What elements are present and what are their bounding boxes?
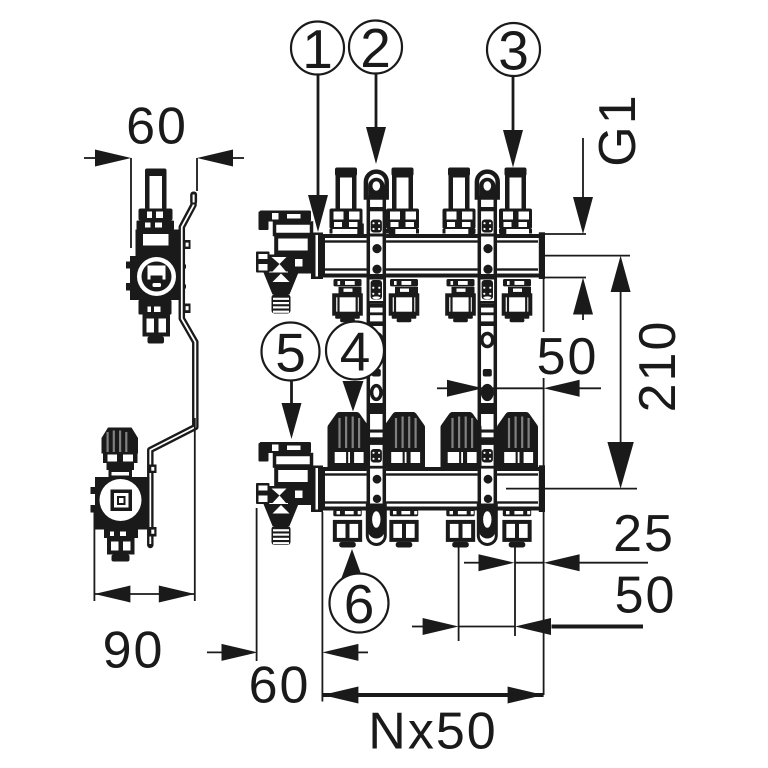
svg-text:Nx50: Nx50	[368, 703, 497, 761]
svg-text:60: 60	[249, 657, 311, 715]
svg-text:G1: G1	[589, 93, 647, 166]
svg-text:4: 4	[340, 321, 371, 383]
svg-text:5: 5	[275, 322, 306, 384]
svg-text:2: 2	[360, 17, 391, 79]
svg-text:50: 50	[537, 328, 599, 386]
svg-text:50: 50	[615, 567, 677, 625]
svg-text:25: 25	[613, 505, 675, 563]
svg-text:90: 90	[103, 622, 165, 680]
svg-text:3: 3	[498, 20, 529, 82]
svg-text:6: 6	[344, 573, 375, 635]
svg-text:210: 210	[629, 320, 687, 413]
svg-text:60: 60	[126, 98, 188, 156]
svg-text:1: 1	[302, 18, 333, 80]
